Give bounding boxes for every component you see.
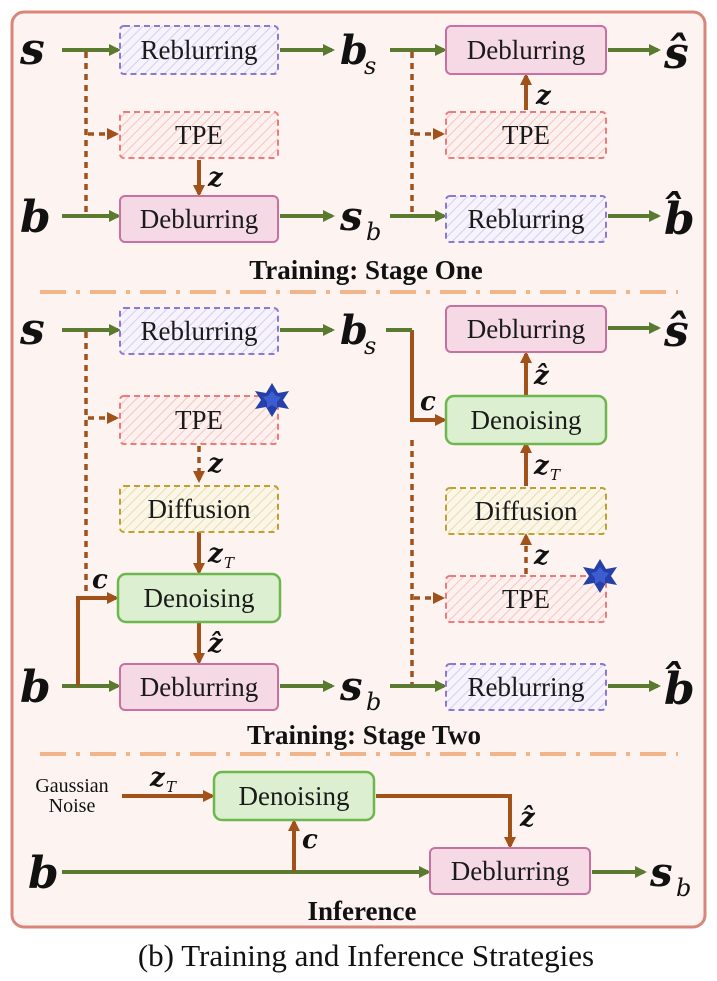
reblurring-label: Reblurring <box>141 35 258 65</box>
var-s: s <box>19 304 45 355</box>
var-s-b-sub: b <box>366 688 381 716</box>
deblurring-block <box>119 663 279 711</box>
diffusion-block <box>445 487 607 535</box>
diffusion-block <box>119 485 279 533</box>
var-z: z <box>207 163 224 193</box>
stage-two: Reblurring TPE Diffusion Denoising Deblu… <box>19 304 695 750</box>
deblurring-block <box>445 305 607 353</box>
var-b-s-sub: s <box>364 332 376 360</box>
var-b: b <box>20 662 51 713</box>
var-c: c <box>420 387 436 417</box>
var-z: z <box>533 541 550 571</box>
var-b-s: b <box>340 307 368 354</box>
var-z-hat: ẑ <box>207 629 224 659</box>
reblurring-label: Reblurring <box>141 316 258 346</box>
var-z: z <box>535 81 552 111</box>
var-b: b <box>28 848 59 899</box>
var-z-T: z <box>149 763 166 793</box>
var-b: b <box>20 192 51 243</box>
noise-label: Gaussian <box>35 775 108 797</box>
stage-two-title: Training: Stage Two <box>247 720 481 750</box>
var-s: s <box>19 24 45 75</box>
inference: Gaussian Noise z T c ẑ Denoising Deblurr… <box>28 763 691 926</box>
var-z-hat: ẑ <box>533 361 550 391</box>
stage-one-title: Training: Stage One <box>249 255 483 285</box>
figure-caption: (b) Training and Inference Strategies <box>138 938 594 973</box>
reblurring-label: Reblurring <box>468 672 585 702</box>
var-c: c <box>92 565 108 595</box>
deblurring-block <box>119 195 279 243</box>
noise-label: Noise <box>49 795 96 817</box>
var-z-T-sub: T <box>550 466 561 484</box>
deblurring-label: Deblurring <box>451 856 569 886</box>
var-b-s: b <box>340 27 368 74</box>
deblurring-block <box>429 847 591 895</box>
deblurring-label: Deblurring <box>140 672 258 702</box>
var-z-T: z <box>533 451 550 481</box>
denoising-block <box>212 770 376 822</box>
reblurring-block <box>445 663 607 711</box>
tpe-block <box>445 575 607 623</box>
snowflake-icon <box>255 383 289 417</box>
denoising-label: Denoising <box>471 405 582 435</box>
tpe-block <box>119 111 279 159</box>
stage-one: Reblurring Deblurring TPE TPE Deblurring… <box>19 24 695 285</box>
cond-line <box>376 794 516 849</box>
tpe-label: TPE <box>175 405 223 435</box>
denoising-block <box>444 394 608 446</box>
tpe-block <box>119 395 279 445</box>
reblurring-block <box>119 25 279 75</box>
reblurring-label: Reblurring <box>468 204 585 234</box>
denoising-block <box>116 572 282 624</box>
var-b-hat: b̂ <box>664 189 695 245</box>
var-c: c <box>302 825 318 855</box>
var-s-b-sub: b <box>366 218 381 246</box>
var-s-b-sub: b <box>676 874 691 902</box>
var-s-b: s <box>339 193 363 240</box>
var-z-T: z <box>207 539 224 569</box>
denoising-label: Denoising <box>239 781 350 811</box>
inference-title: Inference <box>308 896 417 926</box>
var-z: z <box>207 449 224 479</box>
diffusion-label: Diffusion <box>147 494 251 524</box>
deblurring-label: Deblurring <box>467 35 585 65</box>
deblurring-label: Deblurring <box>140 204 258 234</box>
tpe-block <box>445 111 607 159</box>
denoising-label: Denoising <box>144 583 255 613</box>
var-s-b: s <box>339 663 363 710</box>
var-s-hat: ŝ <box>663 306 689 357</box>
var-b-s-sub: s <box>364 52 376 80</box>
tpe-label: TPE <box>502 584 550 614</box>
var-z-T-sub: T <box>166 778 177 796</box>
snowflake-icon <box>583 559 617 593</box>
deblurring-label: Deblurring <box>467 314 585 344</box>
tpe-label: TPE <box>175 120 223 150</box>
diffusion-label: Diffusion <box>474 496 578 526</box>
tpe-label: TPE <box>502 120 550 150</box>
var-b-hat: b̂ <box>664 659 695 715</box>
reblurring-block <box>445 195 607 243</box>
reblurring-block <box>119 307 279 355</box>
var-z-T-sub: T <box>224 554 235 572</box>
var-s-b: s <box>649 849 673 896</box>
deblurring-block <box>445 25 607 75</box>
var-z-hat: ẑ <box>519 803 536 833</box>
var-s-hat: ŝ <box>663 28 689 79</box>
